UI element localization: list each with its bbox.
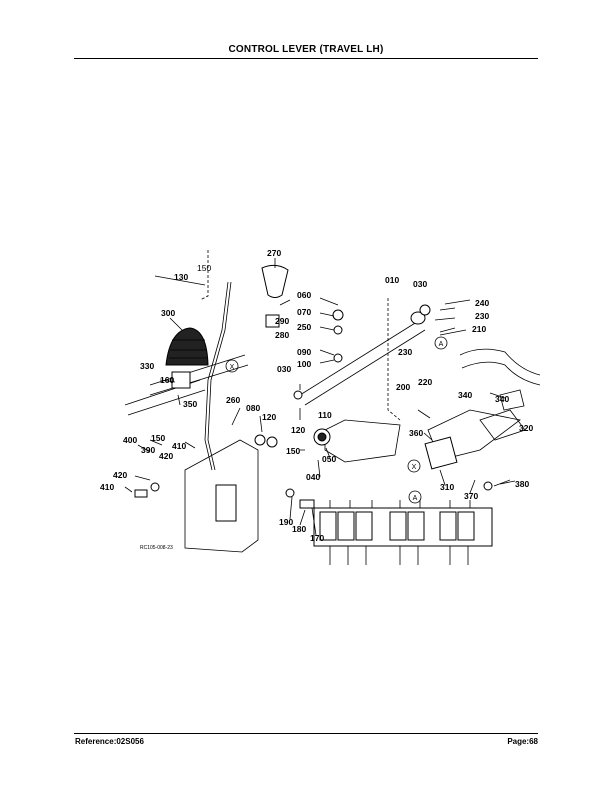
- svg-text:A: A: [439, 341, 444, 348]
- callout-label: 220: [418, 377, 432, 387]
- circle-marker-a-lower: A: [408, 490, 422, 504]
- callout-label: 330: [140, 361, 154, 371]
- callout-label: 150: [151, 433, 165, 443]
- callout-label: 070: [297, 307, 311, 317]
- bracket-block: [215, 484, 237, 522]
- callout-label: 080: [246, 403, 260, 413]
- solenoid-box: [424, 436, 458, 470]
- callout-label: 120: [291, 425, 305, 435]
- callout-label: 210: [472, 324, 486, 334]
- callout-label: 390: [141, 445, 155, 455]
- circle-marker-x-right: X: [407, 459, 421, 473]
- callout-label: 320: [519, 423, 533, 433]
- callout-label: 350: [183, 399, 197, 409]
- page-number: Page:68: [507, 737, 538, 746]
- callout-label: 230: [475, 311, 489, 321]
- callout-label: 260: [226, 395, 240, 405]
- callout-label: 270: [267, 248, 281, 258]
- callout-label: 150: [286, 446, 300, 456]
- callout-label: 190: [279, 517, 293, 527]
- drawing-code: RC105-008-23: [140, 545, 173, 551]
- callout-label: 040: [306, 472, 320, 482]
- callout-label: 060: [297, 290, 311, 300]
- callout-label: 380: [515, 479, 529, 489]
- circle-marker-a-upper: A: [434, 336, 448, 350]
- lever-assembly-drawing: [124, 250, 541, 565]
- svg-text:X: X: [230, 364, 235, 371]
- callout-label: 050: [322, 454, 336, 464]
- svg-text:A: A: [413, 495, 418, 502]
- header-divider: [74, 58, 538, 59]
- callout-label: 250: [297, 322, 311, 332]
- callout-label: 200: [396, 382, 410, 392]
- callout-label: 090: [297, 347, 311, 357]
- part-callouts: 270 150 130 300 290 280 060 070 250 090 …: [100, 248, 533, 543]
- lever-knob: [261, 264, 289, 298]
- reference-label: Reference:02S056: [75, 737, 144, 746]
- callout-label: 150: [197, 263, 211, 273]
- page-title: CONTROL LEVER (TRAVEL LH): [228, 44, 384, 55]
- callout-label: 230: [398, 347, 412, 357]
- callout-label: 340: [458, 390, 472, 400]
- callout-label: 130: [174, 272, 188, 282]
- callout-label: 240: [475, 298, 489, 308]
- callout-label: 410: [100, 482, 114, 492]
- footer-divider: [74, 733, 538, 734]
- callout-label: 360: [409, 428, 423, 438]
- callout-label: 290: [275, 316, 289, 326]
- callout-label: 100: [297, 359, 311, 369]
- callout-label: 160: [160, 375, 174, 385]
- control-valve-block: [313, 500, 493, 565]
- callout-label: 120: [262, 412, 276, 422]
- bushing: [265, 314, 280, 328]
- callout-label: 400: [123, 435, 137, 445]
- callout-label: 010: [385, 275, 399, 285]
- callout-label: 300: [161, 308, 175, 318]
- callout-label: 370: [464, 491, 478, 501]
- callout-label: 340: [495, 394, 509, 404]
- callout-label: 280: [275, 330, 289, 340]
- circle-marker-x-left: X: [225, 359, 239, 373]
- callout-label: 030: [413, 279, 427, 289]
- callout-label: 420: [159, 451, 173, 461]
- callout-label: 410: [172, 441, 186, 451]
- callout-label: 110: [318, 410, 332, 420]
- callout-label: 030: [277, 364, 291, 374]
- callout-label: 420: [113, 470, 127, 480]
- rubber-boot: [165, 327, 209, 366]
- callout-label: 170: [310, 533, 324, 543]
- svg-text:X: X: [412, 464, 417, 471]
- callout-label: 310: [440, 482, 454, 492]
- callout-label: 180: [292, 524, 306, 534]
